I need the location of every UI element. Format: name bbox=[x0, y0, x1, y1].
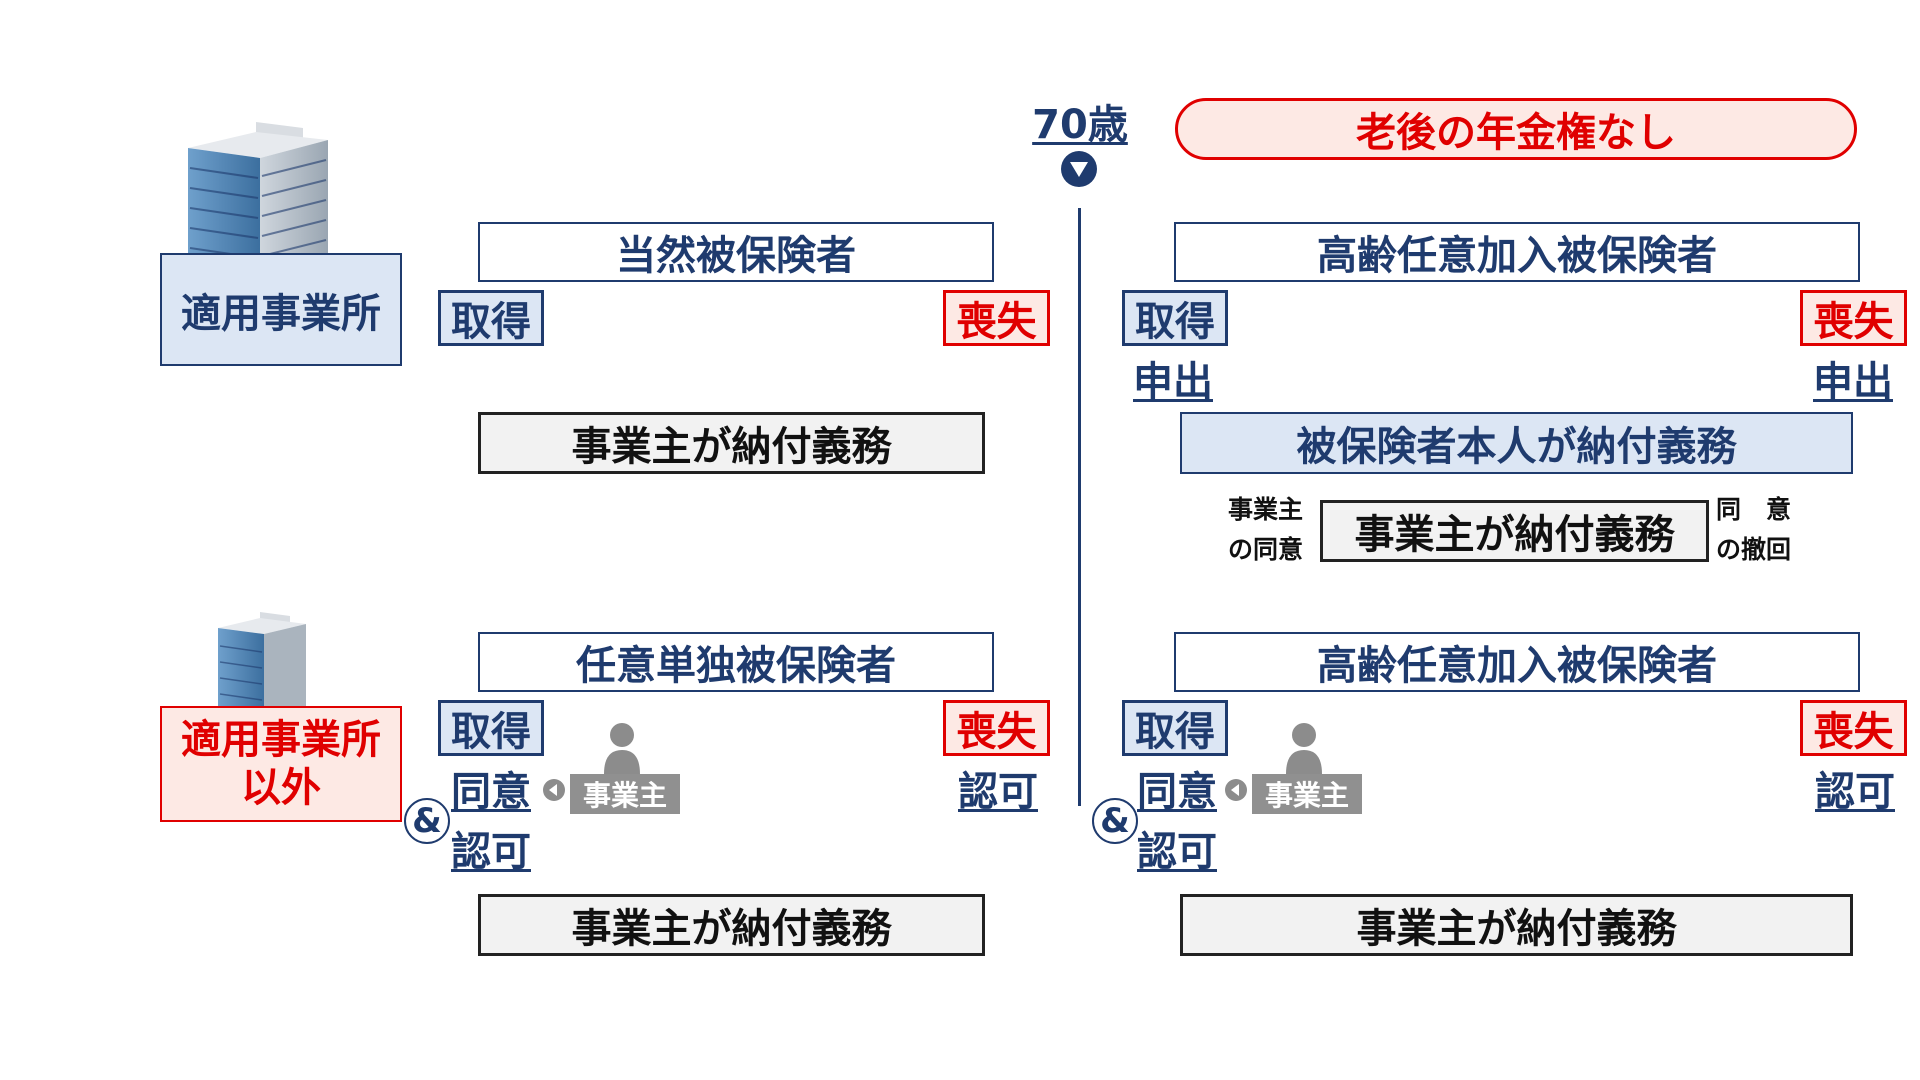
consent-link: 同意 bbox=[451, 769, 531, 815]
acquire-tag: 取得 bbox=[438, 700, 544, 756]
age-70-label: 70歳 bbox=[1032, 102, 1128, 148]
non-applicable-workplace-label: 適用事業所 以外 bbox=[160, 706, 402, 822]
employer-duty-box: 事業主が納付義務 bbox=[478, 894, 985, 956]
employer-consent-note: 事業主 の同意 bbox=[1228, 495, 1304, 564]
approval-link: 認可 bbox=[1815, 769, 1895, 815]
down-triangle-icon bbox=[1060, 150, 1098, 188]
acquire-tag: 取得 bbox=[1122, 700, 1228, 756]
title-elderly-voluntary-insured: 高齢任意加入被保険者 bbox=[1174, 222, 1860, 282]
consent-withdrawal-note: 同 意 の撤回 bbox=[1716, 495, 1792, 564]
no-pension-banner: 老後の年金権なし bbox=[1175, 98, 1857, 160]
left-arrow-icon bbox=[1224, 778, 1248, 802]
age-divider-line bbox=[1078, 208, 1081, 806]
employer-person-icon bbox=[600, 722, 644, 774]
approval-link: 認可 bbox=[451, 829, 531, 875]
employer-label: 事業主 bbox=[1252, 774, 1362, 814]
approval-link: 認可 bbox=[958, 769, 1038, 815]
title-elderly-voluntary-insured: 高齢任意加入被保険者 bbox=[1174, 632, 1860, 692]
consent-link: 同意 bbox=[1137, 769, 1217, 815]
ampersand-icon: & bbox=[404, 798, 450, 844]
employer-duty-box: 事業主が納付義務 bbox=[1180, 894, 1853, 956]
acquire-tag: 取得 bbox=[438, 290, 544, 346]
application-link: 申出 bbox=[1813, 359, 1893, 405]
employer-duty-box: 事業主が納付義務 bbox=[1320, 500, 1709, 562]
no-pension-text: 老後の年金権なし bbox=[1356, 110, 1676, 156]
approval-link: 認可 bbox=[1137, 829, 1217, 875]
lose-tag: 喪失 bbox=[1800, 700, 1907, 756]
acquire-tag: 取得 bbox=[1122, 290, 1228, 346]
applicable-workplace-label: 適用事業所 bbox=[160, 253, 402, 366]
insured-self-duty-box: 被保険者本人が納付義務 bbox=[1180, 412, 1853, 474]
title-mandatory-insured: 当然被保険者 bbox=[478, 222, 994, 282]
title-voluntary-individual-insured: 任意単独被保険者 bbox=[478, 632, 994, 692]
employer-duty-box: 事業主が納付義務 bbox=[478, 412, 985, 474]
employer-person-icon bbox=[1282, 722, 1326, 774]
employer-label: 事業主 bbox=[570, 774, 680, 814]
left-arrow-icon bbox=[542, 778, 566, 802]
building-icon bbox=[212, 610, 312, 722]
application-link: 申出 bbox=[1133, 359, 1213, 405]
lose-tag: 喪失 bbox=[943, 700, 1050, 756]
lose-tag: 喪失 bbox=[1800, 290, 1907, 346]
lose-tag: 喪失 bbox=[943, 290, 1050, 346]
ampersand-icon: & bbox=[1092, 798, 1138, 844]
